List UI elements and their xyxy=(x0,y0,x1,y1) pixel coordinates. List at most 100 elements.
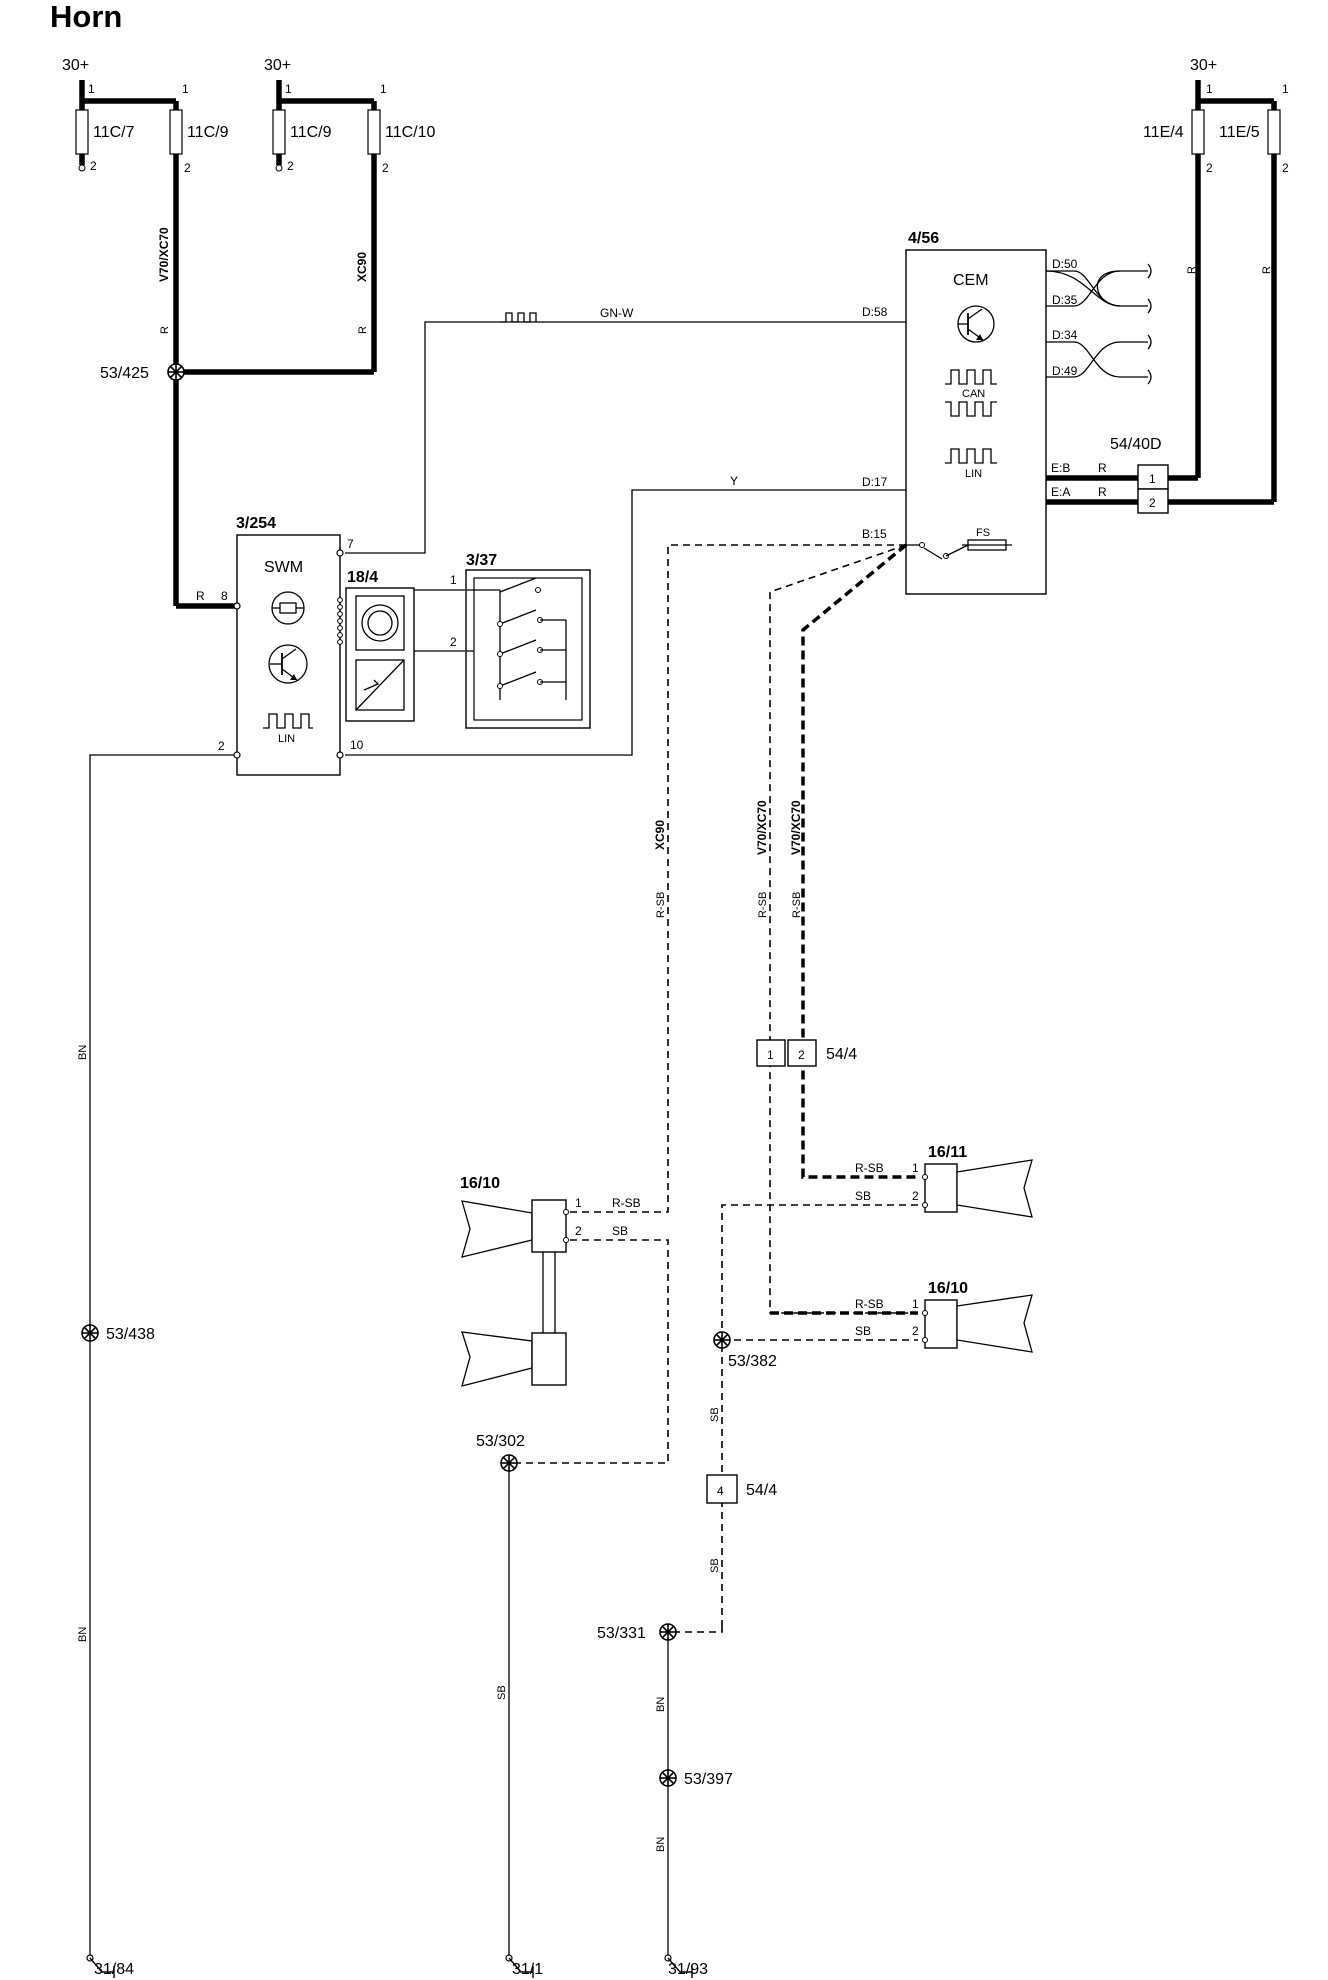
lin-signal-icon xyxy=(945,448,997,464)
wire-color-label: SB xyxy=(496,1685,508,1700)
pin-label: 1 xyxy=(1149,472,1156,486)
variant-label: XC90 xyxy=(355,252,369,282)
wire-color-label: R-SB xyxy=(757,892,769,918)
wire-color-label: SB xyxy=(709,1558,721,1573)
pin-label: 2 xyxy=(287,159,294,173)
pin-label: D:49 xyxy=(1052,364,1078,378)
pin-label: 2 xyxy=(1206,161,1213,175)
fuse-label: 11C/9 xyxy=(290,124,332,141)
pulse-signal-icon xyxy=(500,312,537,323)
pin-label: 1 xyxy=(182,82,189,96)
horn-icon xyxy=(956,1294,1033,1353)
connector-54-4-upper: 1 2 54/4 xyxy=(756,1039,857,1067)
wire-color-label: R xyxy=(1098,485,1107,499)
variant-label: V70/XC70 xyxy=(755,800,769,855)
switch-contact-icon xyxy=(497,577,566,689)
ground-label: 31/1 xyxy=(512,1961,543,1978)
pin-label: 7 xyxy=(347,537,354,551)
fuse-block-11e: 30+ 1 2 11E/4 1 2 11E/5 R R xyxy=(1143,57,1289,505)
pin-label: E:A xyxy=(1051,485,1070,499)
splice-icon xyxy=(500,1454,518,1472)
pin-label: D:34 xyxy=(1052,328,1078,342)
pin-label: 10 xyxy=(350,738,364,752)
pin-label: 1 xyxy=(767,1048,774,1062)
variant-label: XC90 xyxy=(653,820,667,850)
ground-label: 31/93 xyxy=(668,1961,708,1978)
wire-color-label: BN xyxy=(655,1697,667,1712)
pin-label: E:B xyxy=(1051,461,1070,475)
wire-color-label: SB xyxy=(612,1224,628,1238)
connector-label: 54/4 xyxy=(826,1046,857,1063)
splice-label: 53/397 xyxy=(684,1771,733,1788)
horn-right-lower: 16/10 1 2 xyxy=(912,1280,1033,1353)
horn-circuit-wires: XC90 R-SB R-SB SB V70/XC70 V70/XC70 R-SB… xyxy=(496,543,918,1958)
power-label: 30+ xyxy=(1190,57,1217,74)
pin-label: D:50 xyxy=(1052,257,1078,271)
horn-pad-icon xyxy=(271,591,305,625)
power-label: 30+ xyxy=(62,57,89,74)
component-id: 3/254 xyxy=(236,515,276,532)
pin-label: 2 xyxy=(1282,161,1289,175)
fuse-icon xyxy=(272,109,286,155)
pin-label: 1 xyxy=(575,1196,582,1210)
component-id: 4/56 xyxy=(908,230,939,247)
fuse-icon xyxy=(1267,109,1281,155)
splice-label: 53/382 xyxy=(728,1353,777,1370)
horn-icon xyxy=(461,1200,533,1258)
transistor-icon xyxy=(268,644,308,684)
fuse-label: 11C/7 xyxy=(93,124,135,141)
pin-label: 1 xyxy=(88,82,95,96)
cem-module: 4/56 CEM CAN LIN FS xyxy=(862,230,1152,595)
wire-color-label: R xyxy=(357,326,369,334)
wire-color-label: SB xyxy=(855,1189,871,1203)
wire-color-label: BN xyxy=(77,1045,89,1060)
wire-color-label: R-SB xyxy=(791,892,803,918)
pin-label: D:17 xyxy=(862,475,888,489)
fuse-icon xyxy=(169,109,183,155)
horn-right-upper: 16/11 1 2 xyxy=(912,1144,1033,1218)
pin-label: 1 xyxy=(1282,82,1289,96)
pin-label: 2 xyxy=(912,1324,919,1338)
fuse-icon xyxy=(75,109,89,155)
pin-label: 2 xyxy=(218,739,225,753)
swm-label: SWM xyxy=(264,559,303,576)
connector-54-40d: 54/40D 1 2 xyxy=(1110,436,1169,514)
fuse-block-11c: 30+ 30+ 1 2 11C/7 1 2 11C/9 1 2 11C/9 1 … xyxy=(62,57,436,609)
splice-label: 53/438 xyxy=(106,1326,155,1343)
splice-icon xyxy=(659,1623,677,1641)
pin-label: 2 xyxy=(1149,496,1156,510)
splice-icon xyxy=(659,1769,677,1787)
horn-icon xyxy=(956,1159,1033,1218)
ground-31-93: 31/93 xyxy=(664,1954,708,1979)
component-id: 16/11 xyxy=(928,1144,967,1161)
wire-color-label: R xyxy=(1186,266,1198,274)
lin-signal-icon xyxy=(263,713,313,729)
wire-color-label: R xyxy=(1261,266,1273,274)
variant-label: V70/XC70 xyxy=(789,800,803,855)
splice-label: 53/331 xyxy=(597,1625,646,1642)
connector-54-4-lower: 4 54/4 xyxy=(706,1474,777,1504)
wire-color-label: BN xyxy=(655,1837,667,1852)
lin-label: LIN xyxy=(965,468,982,480)
pin-label: 2 xyxy=(575,1224,582,1238)
fuse-icon xyxy=(367,109,381,155)
wire-color-label: BN xyxy=(77,1627,89,1642)
pin-label: 1 xyxy=(450,573,457,587)
pin-label: B:15 xyxy=(862,527,887,541)
cem-label: CEM xyxy=(953,272,989,289)
wire-color-label: R xyxy=(159,326,171,334)
pin-label: 1 xyxy=(912,1161,919,1175)
signal-wires: GN-W Y 53/438 BN BN xyxy=(77,306,906,1958)
splice-label: 53/302 xyxy=(476,1433,525,1450)
component-id: 16/10 xyxy=(928,1280,968,1297)
wire-color-label: R-SB xyxy=(655,892,667,918)
fs-label: FS xyxy=(976,527,990,539)
relay-switch-icon: FS xyxy=(906,527,1012,560)
swm-module: 3/254 SWM LIN 2 7 10 xyxy=(218,515,364,776)
pin-label: 2 xyxy=(382,161,389,175)
wire-color-label: R xyxy=(1098,461,1107,475)
fuse-label: 11C/9 xyxy=(187,124,229,141)
splice-label: 53/425 xyxy=(100,365,149,382)
component-id: 3/37 xyxy=(466,552,497,569)
pin-label: 2 xyxy=(90,159,97,173)
